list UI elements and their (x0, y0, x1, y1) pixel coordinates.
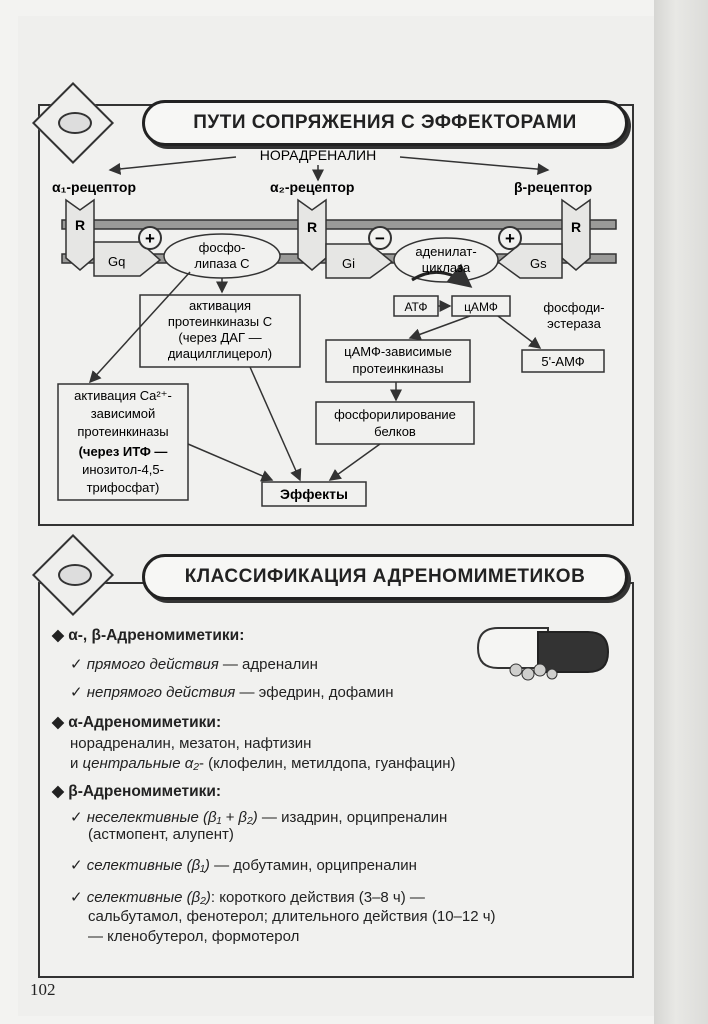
check-icon: ✓ (70, 857, 83, 874)
a1-r-label: R (75, 217, 85, 233)
group2-title: α-Адреномиметики: (68, 714, 222, 731)
effects-box (261, 481, 367, 507)
a2-r-label: R (307, 219, 317, 235)
g2-l2-b: - (клофелин, метилдопа, гуанфацин) (199, 755, 456, 772)
camp-box (451, 295, 511, 317)
a1-receptor-label: α₁-рецептор (52, 179, 136, 195)
group3-item3-line2: сальбутамол, фенотерол; длительного дейс… (88, 908, 496, 925)
a2-receptor-label: α₂-рецептор (270, 179, 354, 195)
ca-pk-box (57, 383, 189, 501)
atf-label: АТФ (404, 300, 427, 314)
g3-i3-rest: : короткого действия (3–8 ч) — (210, 889, 425, 906)
check-icon: ✓ (70, 889, 83, 906)
group3-item3-line3: — кленобутерол, формотерол (88, 928, 300, 945)
group3-head: ◆ β-Адреномиметики: (52, 782, 221, 801)
group3-item1: ✓ неселективные (β₁ + β₂) — изадрин, орц… (70, 808, 447, 826)
group2-head: ◆ α-Адреномиметики: (52, 713, 221, 732)
page-number: 102 (30, 980, 56, 999)
g1-i2-rest: — эфедрин, дофамин (235, 684, 394, 701)
g2-l2-a: и (70, 755, 83, 772)
a2-receptor-shape (297, 198, 327, 271)
pkc-l1: активация (189, 298, 251, 313)
gs-shape (496, 243, 563, 279)
check-icon: ✓ (70, 684, 83, 701)
b-receptor-label: β-рецептор (514, 179, 592, 195)
phosph-l1: фосфорилирование (334, 407, 456, 422)
gi-shape (325, 243, 394, 279)
ca-pk-l2: зависимой (91, 406, 156, 421)
adenylate-l1: аденилат- (415, 244, 476, 259)
check-icon: ✓ (70, 809, 83, 826)
a1-receptor-shape (65, 198, 95, 271)
noradrenaline-label: НОРАДРЕНАЛИН (260, 147, 376, 163)
pkc-l3: (через ДАГ — (178, 330, 261, 345)
diamond-bullet-icon: ◆ (52, 627, 64, 644)
g3-i1-italic: неселективные (β₁ + β₂) (86, 809, 258, 826)
pde-l2: эстераза (547, 316, 601, 331)
ca-pk-l6: трифосфат) (87, 480, 160, 495)
g3-i3-italic: селективные (β₂) (86, 889, 211, 906)
pill-icon (58, 112, 92, 134)
ca-pk-l1: активация Ca²⁺- (74, 388, 172, 403)
group3-item3: ✓ селективные (β₂): короткого действия (… (70, 888, 425, 906)
phosph-l2: белков (374, 424, 416, 439)
group2-line2: и центральные α₂- (клофелин, метилдопа, … (70, 755, 456, 772)
g1-i1-rest: — адреналин (218, 656, 318, 673)
ca-pk-l3: протеинкиназы (77, 424, 168, 439)
effects-label: Эффекты (280, 486, 348, 502)
diamond-bullet-icon: ◆ (52, 783, 64, 800)
pkc-l4: диацилглицерол) (168, 346, 272, 361)
plus-sign-2: + (505, 229, 515, 248)
pill-icon-2 (58, 564, 92, 586)
gq-label: Gq (108, 254, 125, 269)
g1-i2-italic: непрямого действия (86, 684, 236, 701)
pkc-l2: протеинкиназы С (168, 314, 272, 329)
group3-item1-line2: (астмопент, алупент) (88, 826, 234, 843)
membrane-top (61, 219, 617, 230)
capsule-illustration (476, 627, 610, 681)
camp-pk-l1: цАМФ-зависимые (344, 344, 452, 359)
diamond-bullet-icon: ◆ (52, 714, 64, 731)
ca-pk-l5: инозитол-4,5- (82, 462, 164, 477)
gs-label: Gs (530, 256, 547, 271)
adenylate-l2: циклаза (422, 260, 471, 275)
camp-pk-box (325, 339, 471, 383)
phospholipase-l1: фосфо- (199, 240, 246, 255)
section-pathways-title: ПУТИ СОПРЯЖЕНИЯ С ЭФФЕКТОРАМИ (142, 100, 628, 146)
gq-shape (93, 241, 162, 277)
next-page-edge (654, 0, 708, 1024)
section-classification-title: КЛАССИФИКАЦИЯ АДРЕНОМИМЕТИКОВ (142, 554, 628, 600)
minus-sign: − (375, 229, 385, 248)
camp-label: цАМФ (464, 300, 498, 314)
check-icon: ✓ (70, 656, 83, 673)
phosph-box (315, 401, 475, 445)
amp-box (521, 349, 605, 373)
group3-item2: ✓ селективные (β₁) — добутамин, орципрен… (70, 856, 417, 874)
g3-i2-rest: — добутамин, орципреналин (209, 857, 417, 874)
b-receptor-shape (561, 198, 591, 271)
b-r-label: R (571, 219, 581, 235)
gi-label: Gi (342, 256, 355, 271)
amp-label: 5'-АМФ (541, 354, 584, 369)
ca-pk-l4: (через ИТФ — (79, 444, 168, 459)
pde-l1: фосфоди- (543, 300, 604, 315)
camp-pk-l2: протеинкиназы (352, 361, 443, 376)
g1-i1-italic: прямого действия (86, 656, 219, 673)
pkc-box (139, 294, 301, 368)
phospholipase-l2: липаза С (194, 256, 249, 271)
group1-item1: ✓ прямого действия — адреналин (70, 655, 318, 673)
g3-i1-rest: — изадрин, орципреналин (257, 809, 448, 826)
g3-i2-italic: селективные (β₁) (86, 857, 210, 874)
group3-title: β-Адреномиметики: (68, 783, 222, 800)
group1-title: α-, β-Адреномиметики: (68, 627, 245, 644)
group2-line1: норадреналин, мезатон, нафтизин (70, 735, 312, 752)
plus-sign-1: + (145, 229, 155, 248)
g2-l2-italic: центральные α₂ (82, 755, 199, 772)
group1-head: ◆ α-, β-Адреномиметики: (52, 626, 244, 645)
group1-item2: ✓ непрямого действия — эфедрин, дофамин (70, 683, 394, 701)
